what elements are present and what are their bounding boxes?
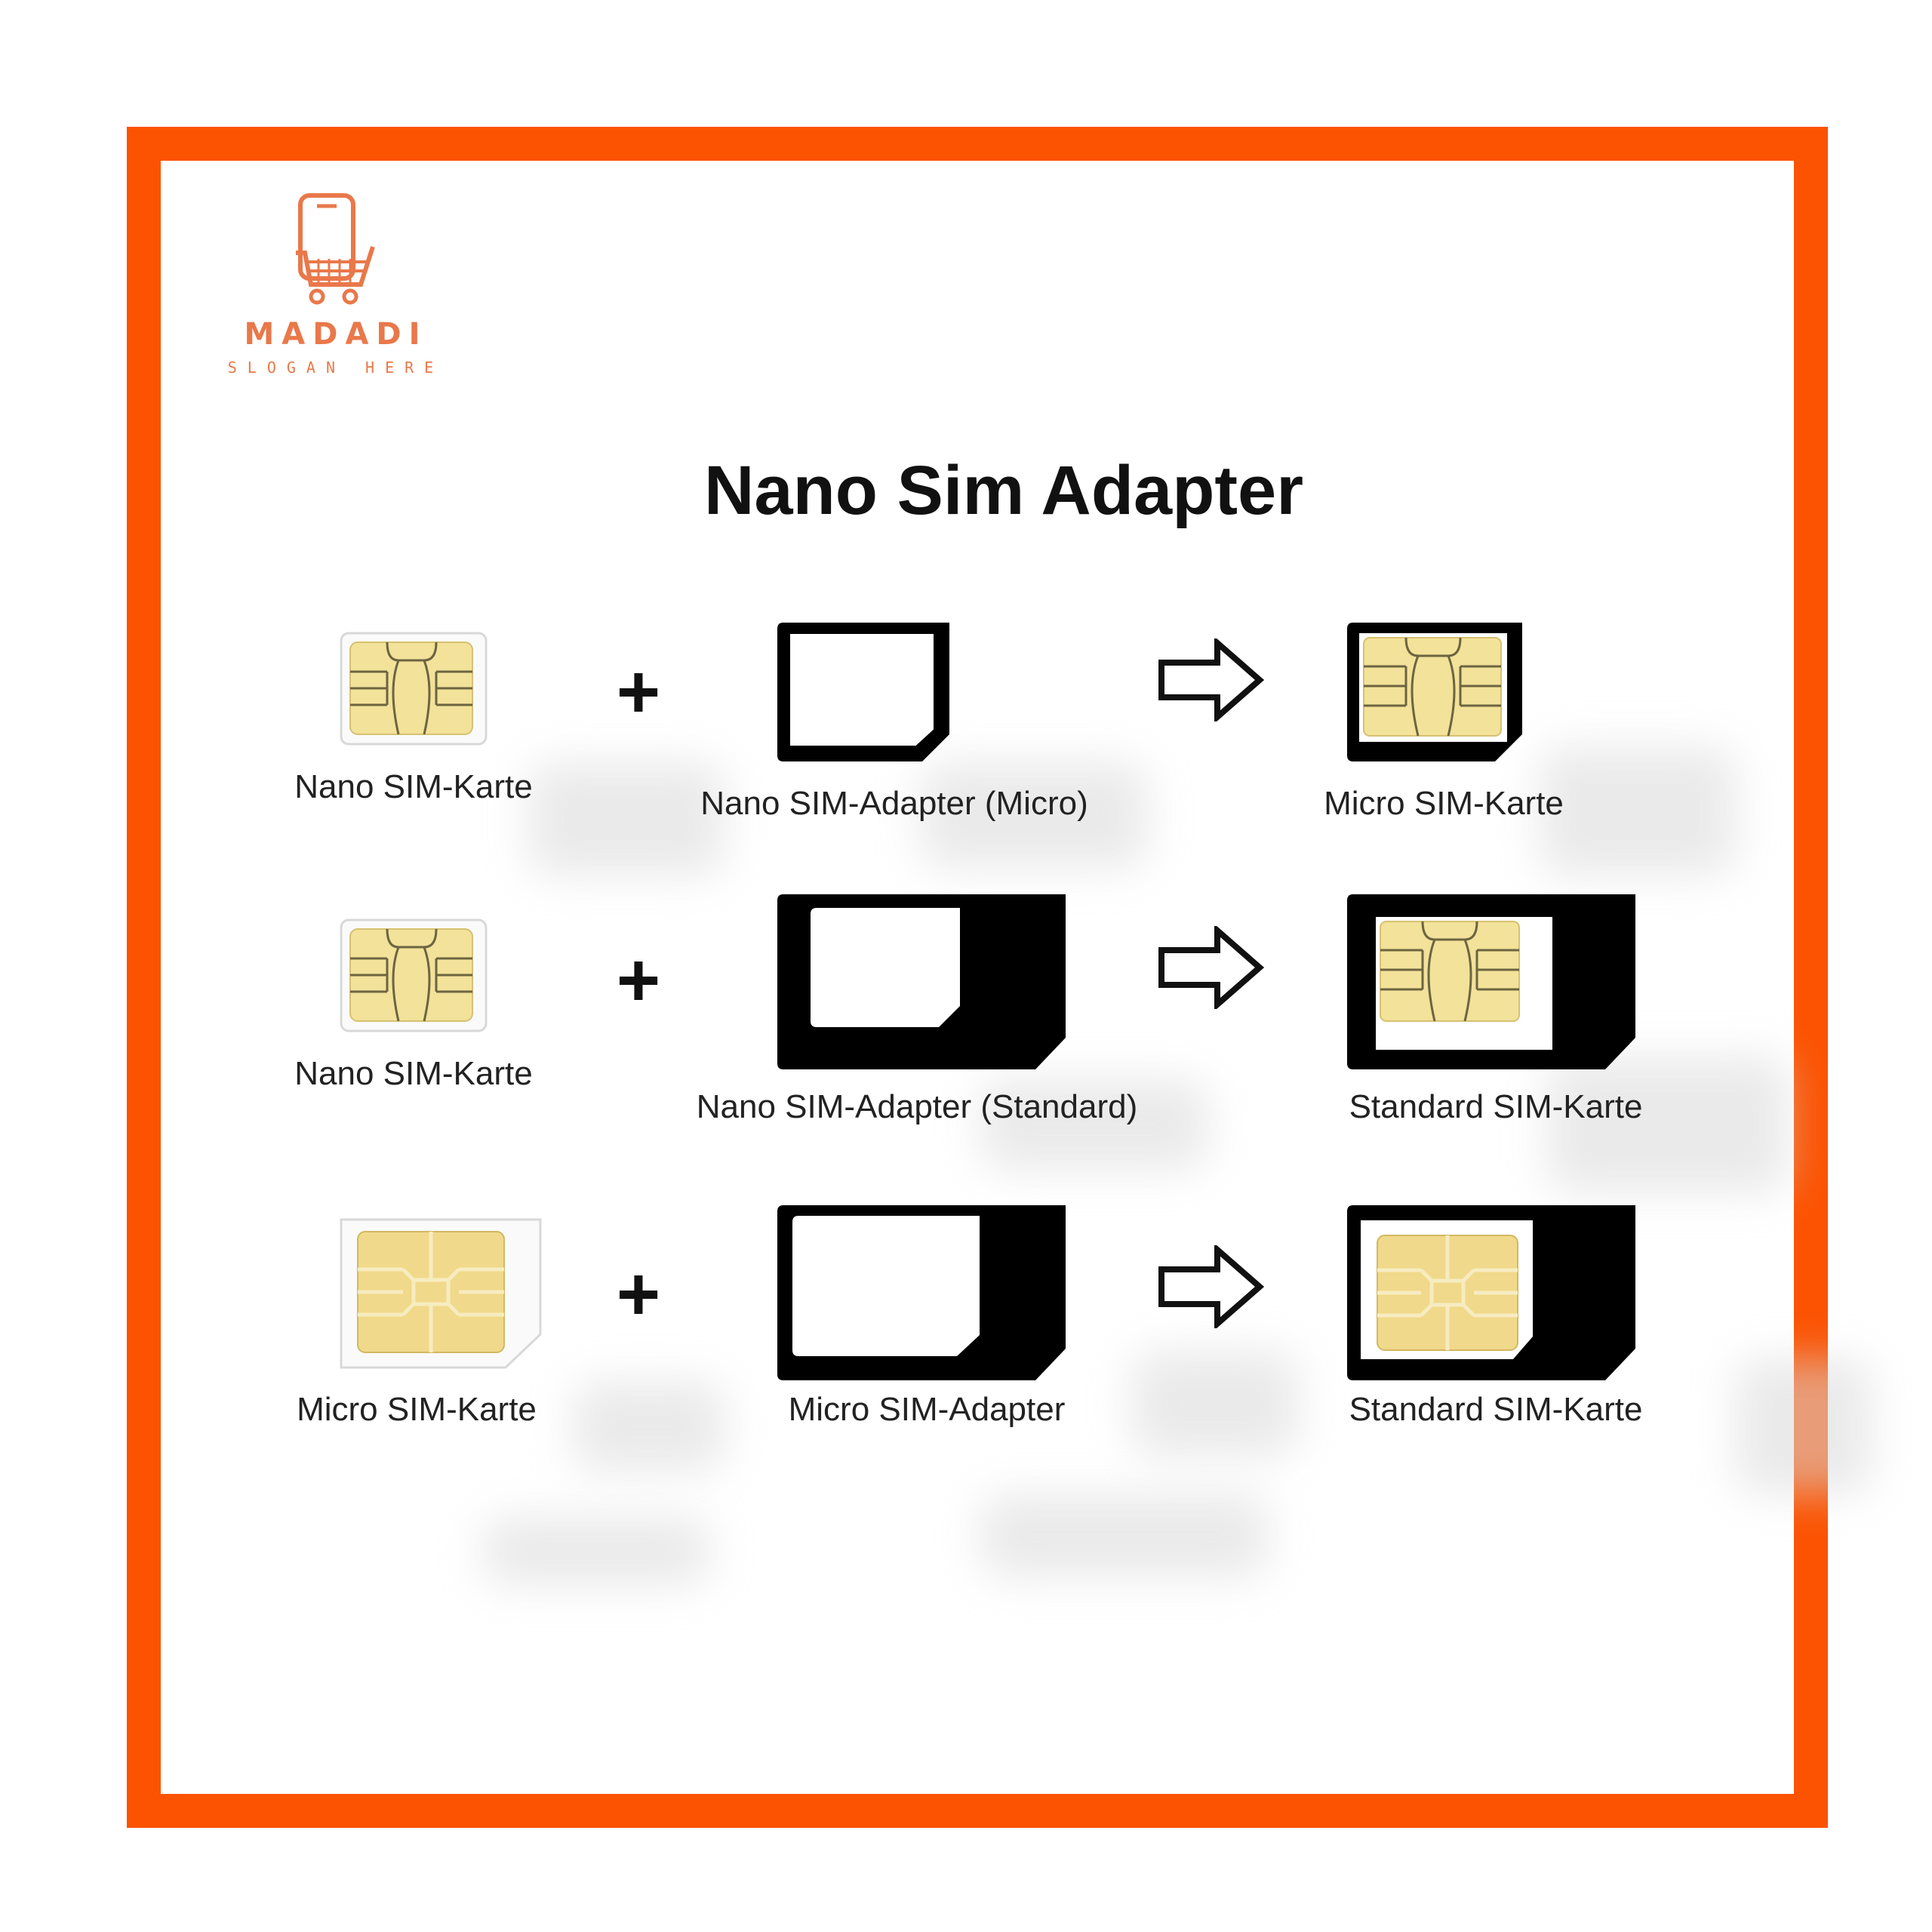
nano-adapter-micro-icon	[777, 623, 949, 761]
orange-frame	[127, 127, 1828, 1828]
plus-icon: +	[616, 650, 661, 734]
card-caption: Nano SIM-Karte	[294, 768, 533, 805]
arrow-icon	[1158, 1245, 1264, 1328]
standard-sim-result-icon	[1347, 1205, 1635, 1380]
nano-sim-card-icon	[340, 918, 488, 1032]
standard-sim-result-icon	[1347, 894, 1635, 1069]
adapter-caption: Nano SIM-Adapter (Standard)	[696, 1088, 1138, 1125]
micro-adapter-icon	[777, 1205, 1066, 1380]
card-caption: Micro SIM-Karte	[297, 1391, 537, 1428]
phone-cart-icon	[296, 193, 375, 305]
plus-icon: +	[616, 938, 661, 1023]
nano-sim-card-icon	[340, 632, 488, 746]
nano-adapter-standard-icon	[777, 894, 1066, 1069]
adapter-caption: Nano SIM-Adapter (Micro)	[700, 785, 1088, 822]
card-caption: Nano SIM-Karte	[294, 1055, 533, 1092]
adapter-caption: Micro SIM-Adapter	[788, 1391, 1066, 1428]
result-caption: Micro SIM-Karte	[1324, 785, 1564, 822]
brand-slogan: SLOGAN HERE	[227, 358, 445, 377]
result-caption: Standard SIM-Karte	[1349, 1391, 1643, 1428]
plus-icon: +	[616, 1252, 661, 1337]
brand-logo: MADADI SLOGAN HERE	[226, 192, 445, 381]
micro-sim-result-icon	[1347, 623, 1522, 761]
result-caption: Standard SIM-Karte	[1349, 1088, 1643, 1125]
brand-name: MADADI	[244, 317, 428, 352]
arrow-icon	[1158, 638, 1264, 721]
arrow-icon	[1158, 926, 1264, 1009]
page-title: Nano Sim Adapter	[703, 452, 1304, 529]
micro-sim-card-icon	[340, 1218, 542, 1369]
